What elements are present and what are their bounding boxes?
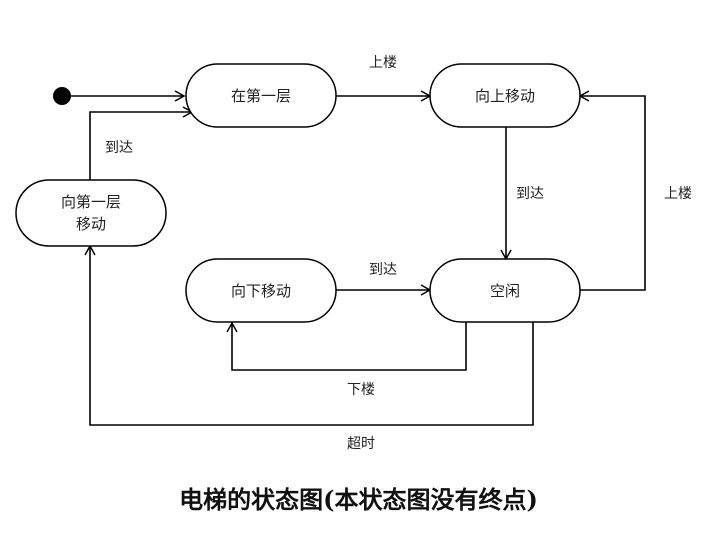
diagram-caption: 电梯的状态图(本状态图没有终点) bbox=[179, 485, 538, 514]
transition-label-up-top: 上楼 bbox=[369, 55, 397, 71]
state-moving-to-first-label-line1: 向第一层 bbox=[61, 193, 121, 211]
state-moving-down: 向下移动 bbox=[185, 258, 337, 323]
state-first-floor: 在第一层 bbox=[185, 63, 337, 128]
state-moving-to-first-floor: 向第一层 移动 bbox=[15, 179, 167, 247]
edge-idle-to-moving-down bbox=[226, 320, 467, 371]
transition-label-timeout: 超时 bbox=[347, 436, 375, 452]
transition-label-down: 下楼 bbox=[347, 382, 375, 398]
elevator-state-diagram: 在第一层 向上移动 向第一层 移动 向下移动 空闲 上楼 到达 上楼 到达 到达… bbox=[15, 55, 692, 452]
state-moving-to-first-label-line2: 移动 bbox=[76, 215, 106, 233]
state-moving-down-label: 向下移动 bbox=[231, 282, 291, 300]
transition-label-arrive-bottom: 到达 bbox=[369, 262, 397, 278]
edge-moving-to-first-to-first-floor bbox=[89, 106, 194, 180]
transition-label-up-right: 上楼 bbox=[664, 186, 692, 202]
state-moving-up: 向上移动 bbox=[429, 63, 581, 128]
state-moving-up-label: 向上移动 bbox=[475, 87, 535, 105]
transition-label-arrive-right: 到达 bbox=[516, 186, 544, 202]
state-idle-label: 空闲 bbox=[490, 282, 520, 300]
edge-idle-to-moving-to-first bbox=[84, 244, 534, 426]
initial-state-dot bbox=[53, 87, 71, 105]
edge-idle-to-moving-up bbox=[578, 90, 646, 291]
transition-label-arrive-left: 到达 bbox=[105, 140, 133, 156]
state-first-floor-label: 在第一层 bbox=[231, 87, 291, 105]
state-idle: 空闲 bbox=[429, 258, 581, 323]
